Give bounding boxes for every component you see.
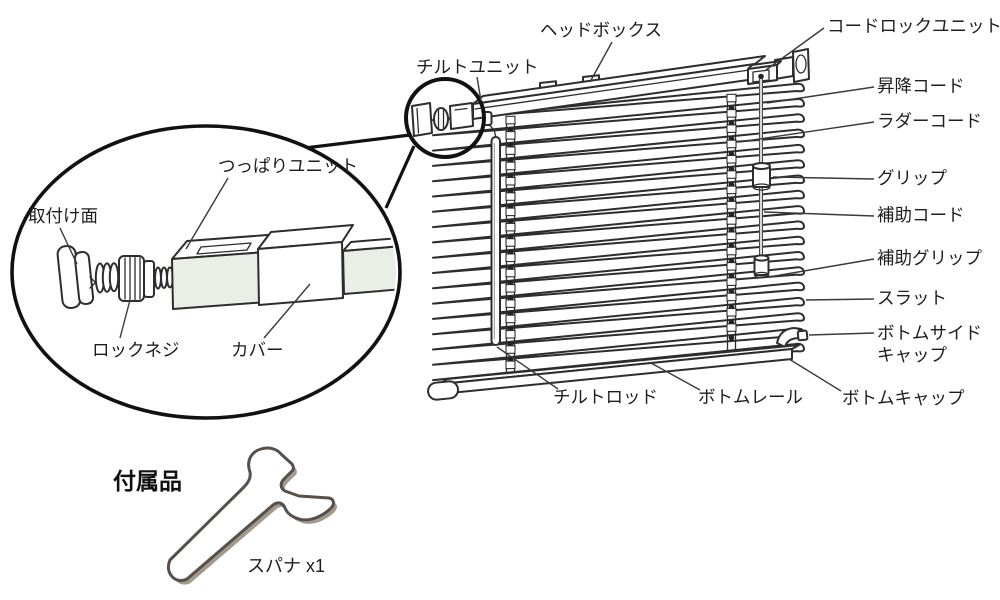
label-bottom-side-cap-1: ボトムサイド	[877, 323, 982, 343]
aux-grip	[753, 254, 770, 279]
accessory-title: 付属品	[113, 468, 182, 494]
spanner-icon	[167, 446, 337, 585]
slats-group	[432, 82, 806, 382]
spring-coil	[94, 262, 120, 294]
cover-sleeve	[257, 224, 354, 306]
label-bottom-cap: ボトムキャップ	[842, 388, 965, 408]
leader-lift-cord	[766, 86, 875, 104]
leader-grip	[772, 176, 875, 180]
labels: ヘッドボックス コードロックユニット チルトユニット 昇降コード ラダーコード …	[28, 16, 1000, 576]
label-tilt-rod: チルトロッド	[553, 387, 658, 407]
ladder-cord-left	[505, 115, 516, 379]
ladder-cord-right	[726, 93, 737, 354]
label-slat: スラット	[877, 288, 947, 308]
label-mount-face: 取付け面	[28, 206, 98, 226]
label-cover: カバー	[231, 340, 284, 360]
leader-lines	[59, 27, 875, 392]
leader-slat	[805, 298, 875, 301]
leader-headbox	[589, 41, 613, 83]
leader-tilt-rod	[496, 346, 559, 390]
tilt-unit	[411, 102, 474, 137]
label-tilt-unit: チルトユニット	[416, 57, 539, 77]
label-spanner-qty: スパナ x1	[247, 556, 325, 576]
label-grip: グリップ	[877, 168, 947, 188]
label-tension-unit: つっぱりユニット	[218, 156, 358, 176]
leader-lock-screw	[119, 299, 131, 339]
tilt-rod	[482, 111, 501, 346]
label-bottom-side-cap-2: キャップ	[877, 345, 947, 365]
leader-cover	[263, 283, 311, 339]
label-cord-lock-unit: コードロックユニット	[827, 16, 1000, 36]
leader-tilt-unit	[476, 76, 482, 102]
mounting-bracket	[792, 48, 810, 83]
bottom-cap	[427, 380, 460, 401]
bottom-side-cap-nub	[796, 329, 809, 342]
leader-bottom-cap	[788, 358, 842, 392]
leader-bottom-rail	[650, 362, 701, 391]
label-aux-grip: 補助グリップ	[877, 248, 982, 268]
label-lift-cord: 昇降コード	[877, 76, 965, 96]
leader-tension-unit	[185, 177, 229, 250]
tension-unit-assembly	[56, 224, 396, 310]
leader-aux-grip	[768, 258, 875, 278]
label-ladder-cord: ラダーコード	[877, 111, 982, 131]
leader-mount-face	[59, 227, 78, 265]
label-aux-cord: 補助コード	[877, 205, 965, 225]
leader-bottom-side-cap	[808, 332, 875, 336]
bottom-side-cap	[776, 327, 802, 348]
bottom-rail	[427, 327, 809, 401]
zoom-circle	[404, 77, 486, 159]
label-headbox: ヘッドボックス	[540, 20, 662, 40]
leader-aux-cord	[763, 211, 875, 217]
label-bottom-rail: ボトムレール	[698, 387, 803, 407]
leader-cord-lock-unit	[765, 27, 825, 71]
label-lock-screw: ロックネジ	[92, 340, 180, 360]
leader-ladder-cord	[738, 121, 875, 143]
grip	[752, 162, 771, 191]
cord-lock-unit	[747, 48, 810, 85]
